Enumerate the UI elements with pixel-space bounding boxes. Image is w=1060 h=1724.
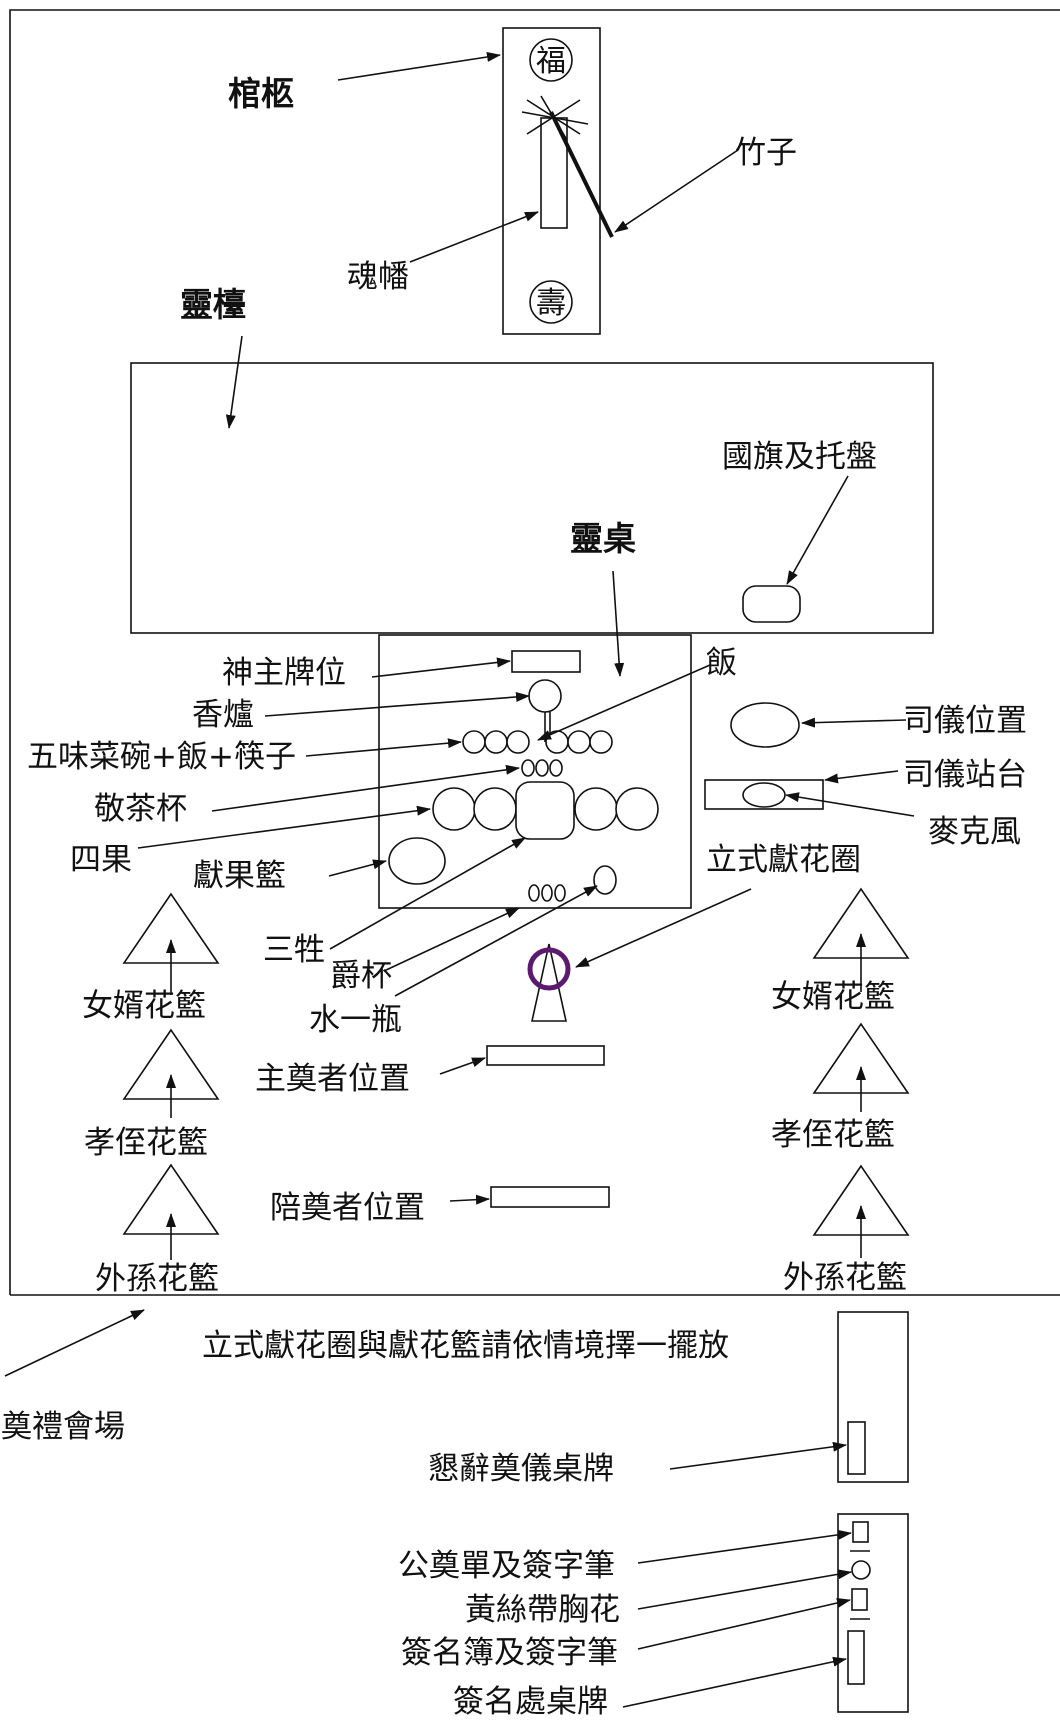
corsage-shape: [851, 1560, 871, 1580]
label-bamboo: 竹子: [735, 135, 797, 171]
seal-fu-text: 福: [536, 44, 566, 79]
label-left-grandson: 外孫花籃: [95, 1261, 219, 1297]
seal-fu: [529, 38, 573, 82]
label-chief-mourner: 主奠者位置: [255, 1061, 410, 1097]
four-fruits-row: [432, 787, 659, 831]
label-three-meats: 三牲: [263, 932, 325, 968]
accompanying-mourner-shape: [490, 1186, 610, 1208]
decline-sign-shape: [847, 1421, 866, 1475]
seal-shou-text: 壽: [536, 286, 566, 321]
standing-wreath-ring: [527, 947, 571, 991]
five-dishes-row: [462, 730, 613, 754]
venue-frame: [9, 9, 1060, 1296]
microphone-shape: [742, 782, 786, 808]
label-hall: 奠禮會場: [1, 1409, 125, 1445]
label-tea-cups: 敬茶杯: [94, 791, 187, 827]
label-mc-position: 司儀位置: [903, 703, 1027, 739]
mc-position-shape: [730, 702, 800, 748]
label-guestbook: 簽名簿及簽字筆: [401, 1635, 618, 1671]
label-fruit-basket: 獻果籃: [193, 858, 286, 894]
label-standing-wreath: 立式獻花圈: [706, 842, 861, 878]
label-flag-tray: 國旗及托盤: [722, 439, 877, 475]
water-bottle-shape: [593, 865, 617, 895]
label-rice: 飯: [706, 645, 737, 681]
label-mc-podium: 司儀站台: [903, 757, 1027, 793]
incense-burner-shape: [528, 679, 562, 713]
label-five-dishes: 五味菜碗+飯+筷子: [27, 739, 296, 775]
label-accompanying-mourner: 陪奠者位置: [270, 1190, 425, 1226]
label-left-nephew: 孝侄花籃: [84, 1125, 208, 1161]
label-right-son-in-law: 女婿花籃: [771, 979, 895, 1015]
bamboo-pole: [549, 111, 614, 238]
label-incense-burner: 香爐: [192, 697, 254, 733]
fruit-basket-shape: [388, 837, 446, 885]
label-microphone: 麥克風: [928, 814, 1021, 850]
chief-mourner-shape: [486, 1045, 605, 1066]
label-wine-cups: 爵杯: [330, 958, 392, 994]
label-right-grandson: 外孫花籃: [783, 1260, 907, 1296]
guestbook-shape: [851, 1588, 868, 1611]
label-tablet: 神主牌位: [222, 655, 346, 691]
label-soul-banner: 魂幡: [347, 259, 409, 295]
label-gift-form: 公奠單及簽字筆: [398, 1548, 615, 1584]
arrows: [4, 52, 915, 1708]
label-water-bottle: 水一瓶: [309, 1002, 402, 1038]
signin-sign-shape: [847, 1630, 865, 1685]
label-note: 立式獻花圈與獻花籃請依情境擇一擺放: [202, 1328, 729, 1364]
label-coffin: 棺柩: [228, 74, 294, 113]
tablet-shape: [511, 650, 581, 673]
flag-tray-shape: [742, 585, 801, 623]
label-signin-sign: 簽名處桌牌: [453, 1684, 608, 1719]
wine-cups-row: [528, 884, 566, 902]
label-four-fruits: 四果: [70, 842, 132, 878]
label-left-son-in-law: 女婿花籃: [82, 988, 206, 1024]
label-right-nephew: 孝侄花籃: [771, 1117, 895, 1153]
seal-shou: [529, 280, 573, 324]
label-decline-sign: 懇辭奠儀桌牌: [428, 1451, 614, 1487]
label-spirit-table: 靈桌: [570, 519, 636, 558]
gift-form-shape: [852, 1521, 869, 1543]
label-altar-area: 靈檯: [180, 285, 246, 324]
altar-area-box: [130, 362, 934, 634]
tea-cups-row: [521, 759, 563, 777]
three-meats-shape: [515, 781, 575, 840]
label-corsage: 黃絲帶胸花: [465, 1592, 620, 1628]
wreath-stand: [531, 943, 567, 1022]
